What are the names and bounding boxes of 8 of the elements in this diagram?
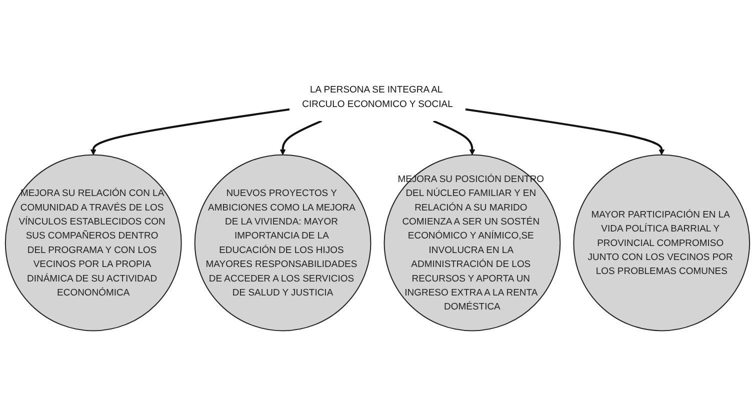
node-circle: MAYOR PARTICIPACIÓN EN LA VIDA POLÍTICA BARRIAL Y PROVINCIAL COMPROMISO JUNTO CON LOS VECINOS POR LOS PROBLEMAS COMUNES — [573, 154, 750, 332]
arrow — [280, 120, 322, 156]
arrow — [432, 120, 476, 156]
node-text: LA PERSONA SE INTEGRA AL CIRCULO ECONOMICO Y SOCIAL — [302, 84, 453, 109]
node-circle: NUEVOS PROYECTOS Y AMBICIONES COMO LA MEJORA DE LA VIVIENDA: MAYOR IMPORTANCIA DE LA EDUCACIÓN DE LOS HIJOS MAYORES RESPONSABILIDADES DE ACCEDER A LOS SERVICIOS DE SALUD Y JUSTICIA — [194, 154, 372, 332]
arrow — [90, 108, 290, 156]
node-circle: MEJORA SU RELACIÓN CON LA COMUNIDAD A TRAVÉS DE LOS VÍNCULOS ESTABLECIDOS CON SUS COMPAÑEROS DENTRO DEL PROGRAMA Y CON LOS VECINOS POR LA PROPIA DINÁMICA DE SU ACTIVIDAD ECONONÓMICA — [4, 154, 182, 332]
arrow — [465, 108, 665, 156]
